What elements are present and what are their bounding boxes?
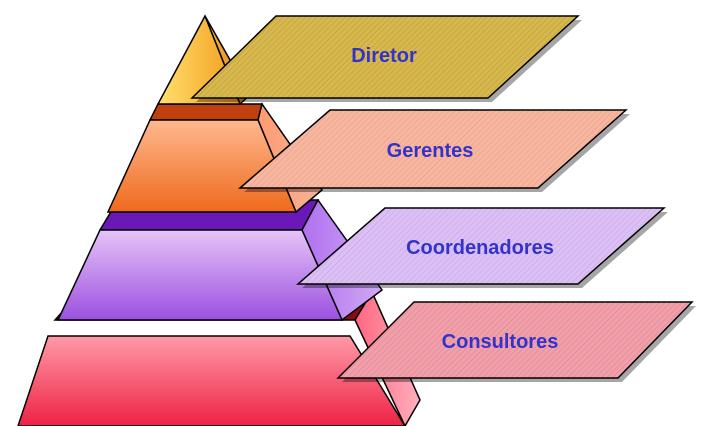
panel-gerentes: Gerentes	[237, 109, 630, 192]
panel-consultores: Consultores	[336, 301, 696, 382]
label-gerentes: Gerentes	[387, 140, 474, 162]
label-coordenadores: Coordenadores	[406, 237, 554, 259]
panel-coordenadores: Coordenadores	[296, 207, 668, 288]
panel-consultores-shape	[336, 301, 694, 379]
tier-coordenadores-front-face	[56, 229, 344, 321]
label-diretor: Diretor	[351, 45, 417, 67]
panel-diretor-shape	[190, 15, 580, 99]
panel-coordenadores-shape	[296, 207, 666, 285]
tier-gerentes-top-face	[148, 103, 263, 121]
label-consultores: Consultores	[442, 331, 559, 353]
panel-diretor: Diretor	[190, 15, 582, 102]
tier-consultores-front-face	[17, 335, 406, 426]
tier-gerentes-front-face	[106, 119, 298, 213]
panel-gerentes-shape	[237, 109, 628, 189]
